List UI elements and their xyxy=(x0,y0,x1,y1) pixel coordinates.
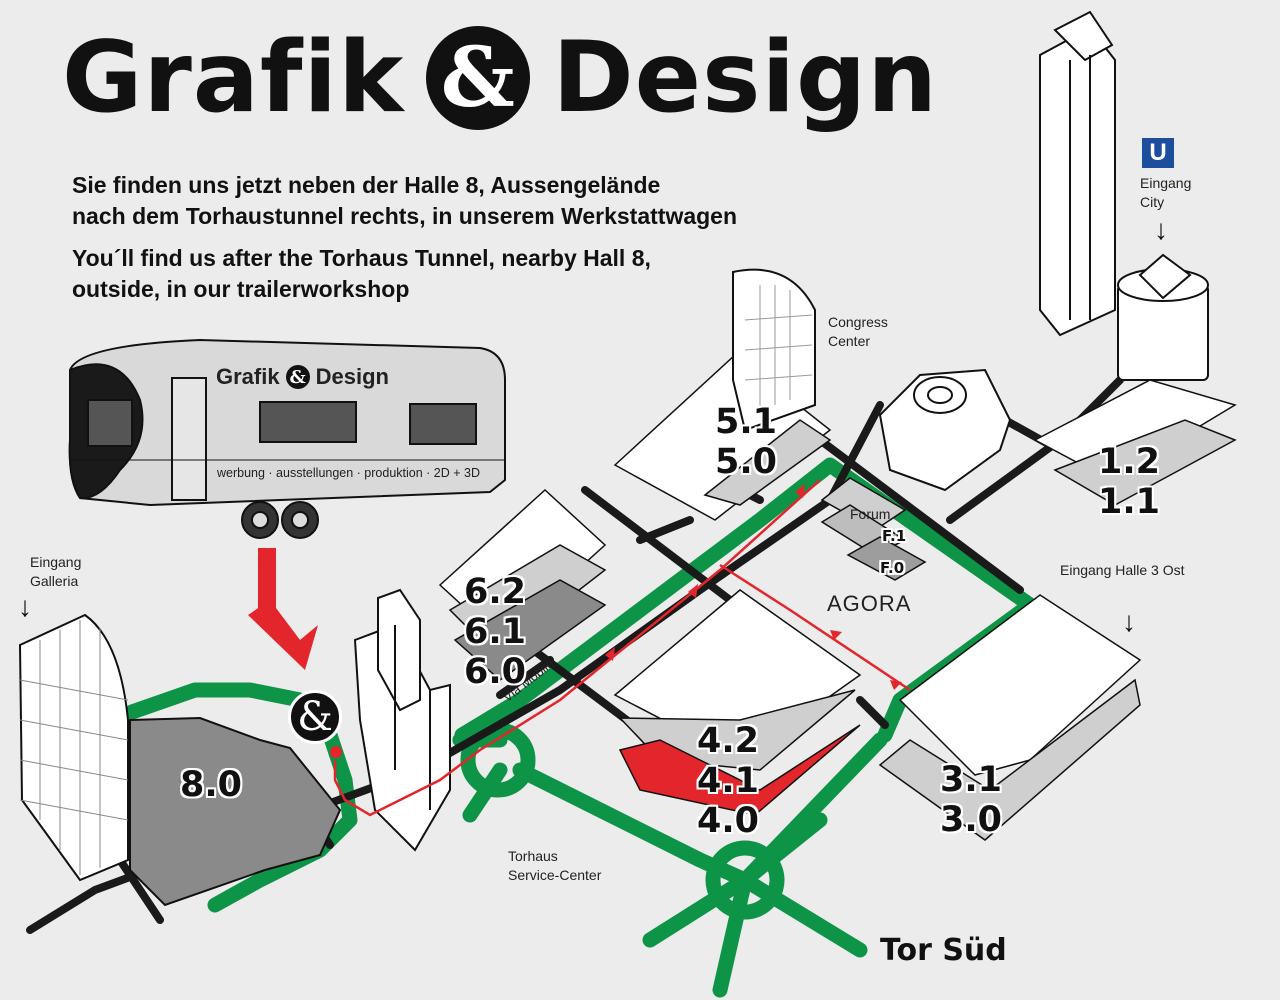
hall-6 xyxy=(438,488,607,681)
route-arrows xyxy=(605,484,902,690)
congress-center xyxy=(732,268,816,432)
arrow-down-galleria-icon: ↓ xyxy=(18,591,32,622)
hall-label-8-0: 8.0 xyxy=(180,765,243,805)
roundabout-tor-sued xyxy=(705,840,785,920)
label-galleria-line-1: Eingang xyxy=(30,554,82,570)
label-torhaus-line-2: Service-Center xyxy=(508,867,602,883)
hall-3 xyxy=(878,594,1142,841)
trailer-pointer-arrow xyxy=(248,548,318,670)
label-eingang-galleria: Eingang Galleria xyxy=(30,553,81,591)
trailer-tagline: werbung · ausstellungen · produktion · 2… xyxy=(217,466,480,480)
hall-label-f1: F.1 xyxy=(882,527,907,545)
label-tor-sued: Tor Süd xyxy=(880,933,1007,968)
label-congress-line-2: Center xyxy=(828,333,871,349)
brand-title: Grafik & Design xyxy=(62,26,938,130)
intro-en-line-2: outside, in our trailerworkshop xyxy=(72,276,410,302)
ubahn-icon: U xyxy=(1142,138,1174,168)
hall-label-6-1: 6.1 xyxy=(464,612,527,652)
brand-title-left: Grafik xyxy=(62,21,405,135)
hall-label-6-0: 6.0 xyxy=(464,652,527,692)
hall-label-3-1: 3.1 xyxy=(940,760,1003,800)
hall-5-labels: 5.1 5.0 xyxy=(715,402,777,482)
hall-6-labels: 6.2 6.1 6.0 xyxy=(464,572,526,692)
hall-1 xyxy=(1033,379,1237,506)
hall-label-5-0: 5.0 xyxy=(715,442,778,482)
messeturm xyxy=(1039,10,1116,337)
hall-label-f0: F.0 xyxy=(880,559,905,577)
festhalle-building xyxy=(878,368,1012,492)
workshop-trailer xyxy=(68,338,506,539)
hall-label-6-2: 6.2 xyxy=(464,572,527,612)
route-to-stand xyxy=(333,479,911,817)
label-galleria-line-2: Galleria xyxy=(30,573,79,589)
hall-label-1-1: 1.1 xyxy=(1098,482,1161,522)
trailer-brand-right: Design xyxy=(315,364,389,389)
trailer-ampersand-icon: & xyxy=(285,365,310,389)
intro-de-line-1: Sie finden uns jetzt neben der Halle 8, … xyxy=(72,172,661,198)
hall-8 xyxy=(129,716,342,907)
trailer-brand: Grafik & Design xyxy=(216,364,389,390)
label-torhaus-line-1: Torhaus xyxy=(508,848,558,864)
label-congress-line-1: Congress xyxy=(828,314,888,330)
hall-label-4-1: 4.1 xyxy=(697,761,760,801)
hall-label-5-1: 5.1 xyxy=(715,402,778,442)
rotunda-building xyxy=(1117,253,1209,381)
galleria-building xyxy=(18,613,129,882)
intro-german: Sie finden uns jetzt neben der Halle 8, … xyxy=(72,170,737,232)
hall-label-1-2: 1.2 xyxy=(1098,442,1161,482)
label-torhaus: Torhaus Service-Center xyxy=(508,847,601,885)
arrow-down-city-icon: ↓ xyxy=(1154,214,1168,245)
stand-marker-icon: & xyxy=(288,690,342,744)
intro-en-line-1: You´ll find us after the Torhaus Tunnel,… xyxy=(72,245,651,271)
label-eingang-city-line-1: Eingang xyxy=(1140,175,1192,191)
label-eingang-halle-3: Eingang Halle 3 Ost xyxy=(1060,562,1185,578)
hall-label-4-2: 4.2 xyxy=(697,721,760,761)
hall-label-4-0: 4.0 xyxy=(697,801,760,841)
arrow-down-halle-3-icon: ↓ xyxy=(1122,606,1136,637)
trailer-brand-left: Grafik xyxy=(216,364,280,389)
brand-title-right: Design xyxy=(552,21,938,135)
label-agora: AGORA xyxy=(827,591,912,616)
hall-1-labels: 1.2 1.1 xyxy=(1098,442,1160,522)
intro-de-line-2: nach dem Torhaustunnel rechts, in unsere… xyxy=(72,203,738,229)
ampersand-logo-icon: & xyxy=(426,26,531,130)
label-congress-center: Congress Center xyxy=(828,313,888,351)
hall-label-3-0: 3.0 xyxy=(940,800,1003,840)
label-eingang-city: Eingang City xyxy=(1140,174,1191,212)
hall-4-labels: 4.2 4.1 4.0 xyxy=(697,721,759,841)
torhaus-building xyxy=(353,588,451,852)
label-eingang-city-line-2: City xyxy=(1140,194,1165,210)
hall-3-labels: 3.1 3.0 xyxy=(940,760,1002,840)
label-forum: Forum xyxy=(850,506,891,522)
hall-4 xyxy=(613,589,862,816)
intro-english: You´ll find us after the Torhaus Tunnel,… xyxy=(72,243,651,305)
forum-building xyxy=(820,477,927,581)
stand-dot xyxy=(330,746,342,758)
